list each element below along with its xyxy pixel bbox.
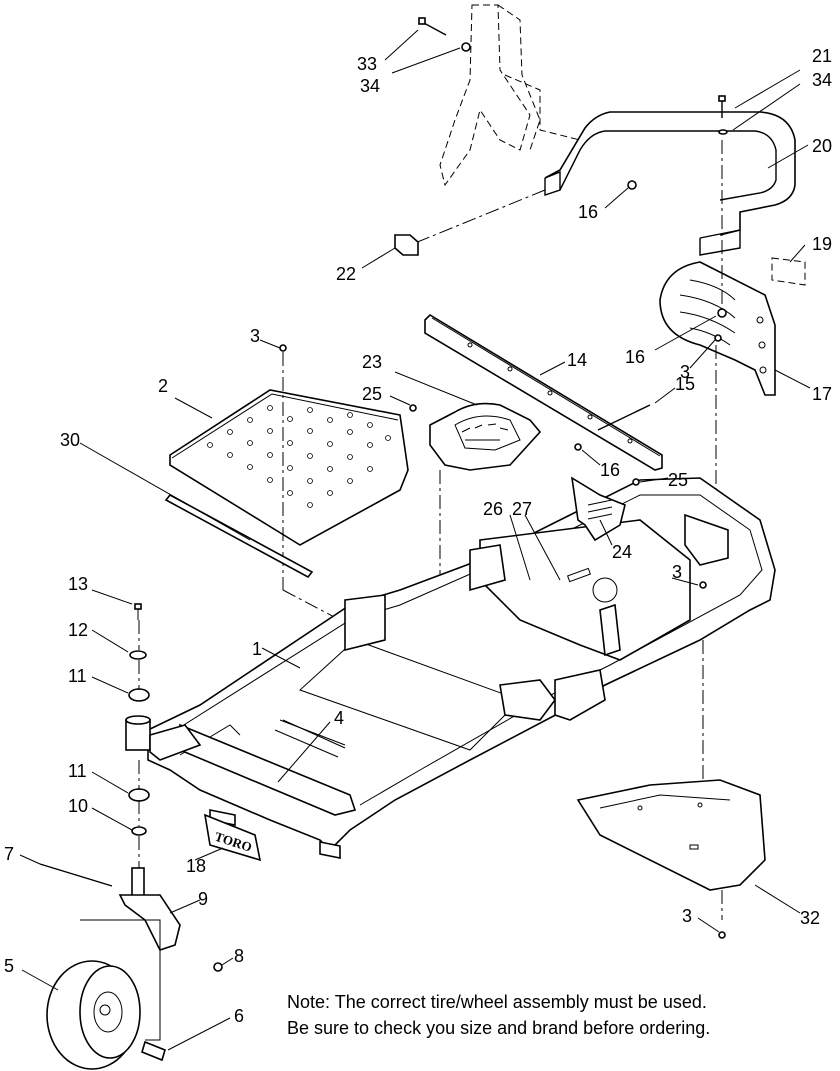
bottom-shield bbox=[576, 779, 766, 891]
callout-14: 14 bbox=[567, 350, 587, 370]
callout-15: 15 bbox=[675, 374, 695, 394]
callout-24: 24 bbox=[612, 542, 632, 562]
bolt-25-left bbox=[409, 404, 417, 412]
bolt-3-bottom bbox=[718, 931, 726, 939]
bolt-3-mid bbox=[699, 581, 707, 589]
toro-logo-decal: TORO bbox=[203, 813, 262, 862]
callout-3: 3 bbox=[680, 362, 690, 382]
callout-3: 3 bbox=[682, 906, 692, 926]
ordering-note: Note: The correct tire/wheel assembly mu… bbox=[287, 989, 710, 1041]
callout-30: 30 bbox=[60, 430, 80, 450]
side-shield bbox=[659, 261, 776, 396]
caster-pivot-tube bbox=[125, 715, 202, 761]
caster-fork bbox=[118, 867, 181, 951]
bumper-cap bbox=[394, 234, 419, 256]
callout-2: 2 bbox=[158, 376, 168, 396]
callout-labels: 33 34 21 34 20 16 19 22 16 3 17 3 14 2 2… bbox=[4, 46, 832, 1026]
callout-23: 23 bbox=[362, 352, 382, 372]
bolt-21 bbox=[718, 95, 726, 118]
bolt-33 bbox=[418, 17, 447, 36]
leader-line bbox=[414, 189, 546, 244]
nut-16-top bbox=[627, 180, 637, 190]
callout-3: 3 bbox=[672, 562, 682, 582]
callout-4: 4 bbox=[334, 708, 344, 728]
washer-34-right bbox=[718, 129, 728, 135]
washer-12 bbox=[129, 650, 147, 660]
callout-16: 16 bbox=[578, 202, 598, 222]
callout-21: 21 bbox=[812, 46, 832, 66]
seat-mount-bracket bbox=[439, 4, 581, 187]
callout-22: 22 bbox=[336, 264, 356, 284]
callout-13: 13 bbox=[68, 574, 88, 594]
callout-27: 27 bbox=[512, 499, 532, 519]
trim-strip bbox=[164, 493, 314, 579]
callout-12: 12 bbox=[68, 620, 88, 640]
callout-19: 19 bbox=[812, 234, 832, 254]
pin-15 bbox=[597, 404, 651, 431]
fuel-tank-cover bbox=[570, 476, 626, 542]
leader-line bbox=[282, 589, 341, 621]
callout-25: 25 bbox=[362, 384, 382, 404]
caster-wheel bbox=[46, 960, 141, 1070]
spacer-10 bbox=[131, 826, 147, 836]
callout-8: 8 bbox=[234, 946, 244, 966]
callout-16: 16 bbox=[600, 460, 620, 480]
bearing-11-top bbox=[128, 688, 150, 702]
callout-34: 34 bbox=[360, 76, 380, 96]
note-line-1: Note: The correct tire/wheel assembly mu… bbox=[287, 992, 707, 1012]
callout-32: 32 bbox=[800, 908, 820, 928]
callout-11: 11 bbox=[68, 761, 87, 781]
nut-8 bbox=[213, 962, 223, 972]
callout-16: 16 bbox=[625, 347, 645, 367]
callout-20: 20 bbox=[812, 136, 832, 156]
fuel-cover bbox=[429, 402, 542, 471]
bolt-13 bbox=[134, 603, 142, 610]
callout-34: 34 bbox=[812, 70, 832, 90]
decal-4 bbox=[274, 719, 346, 758]
bolt-3-right bbox=[714, 334, 722, 342]
callout-3: 3 bbox=[250, 326, 260, 346]
callout-10: 10 bbox=[68, 796, 88, 816]
callout-9: 9 bbox=[198, 889, 208, 909]
callout-5: 5 bbox=[4, 956, 14, 976]
note-line-2: Be sure to check you size and brand befo… bbox=[287, 1018, 711, 1038]
main-frame bbox=[147, 477, 776, 859]
caster-leader bbox=[80, 919, 161, 1041]
spacer-6 bbox=[141, 1040, 166, 1062]
callout-7: 7 bbox=[4, 844, 14, 864]
bearing-11-bottom bbox=[128, 788, 150, 802]
callout-6: 6 bbox=[234, 1006, 244, 1026]
handle-bar-assembly bbox=[544, 111, 796, 256]
bolt-25-right bbox=[632, 478, 640, 486]
bolt-3-top bbox=[279, 344, 287, 352]
floor-pan bbox=[169, 389, 409, 546]
decal-19 bbox=[771, 257, 806, 286]
callout-1: 1 bbox=[252, 639, 262, 659]
callout-leaders bbox=[19, 29, 811, 1051]
callout-11: 11 bbox=[68, 666, 87, 686]
washer-34-top bbox=[461, 42, 471, 52]
callout-25: 25 bbox=[668, 470, 688, 490]
seat-rail bbox=[424, 313, 663, 471]
nut-16-right bbox=[717, 308, 727, 318]
nut-16-mid bbox=[574, 443, 582, 451]
callout-18: 18 bbox=[186, 856, 206, 876]
callout-17: 17 bbox=[812, 384, 832, 404]
callout-26: 26 bbox=[483, 499, 503, 519]
callout-33: 33 bbox=[357, 54, 377, 74]
axle-bolt-7 bbox=[39, 863, 113, 887]
